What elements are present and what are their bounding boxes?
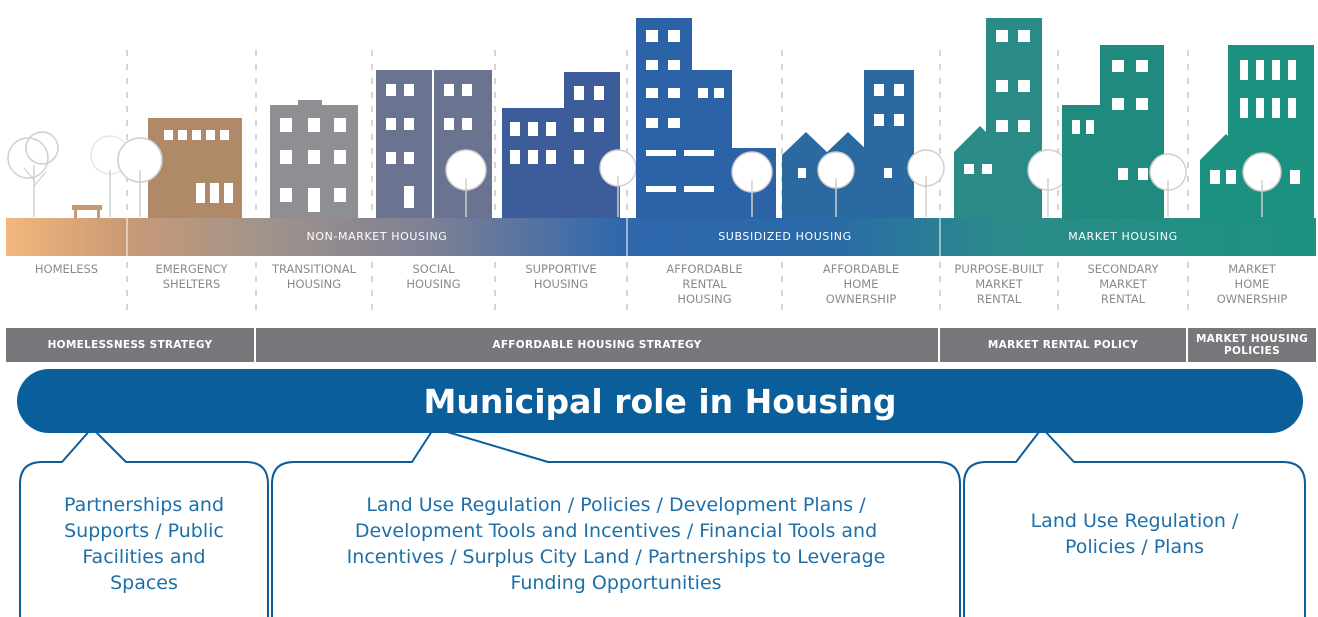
housing-spectrum-band — [6, 218, 1316, 256]
purpose-built-rental-building — [954, 18, 1069, 218]
category-purpose-built-rental: PURPOSE-BUILT MARKET RENTAL — [954, 262, 1044, 306]
category-homeless: HOMELESS — [34, 262, 99, 276]
callout-right-text: Land Use Regulation / Policies / Plans — [1030, 510, 1239, 558]
homeless-illustration — [7, 131, 130, 218]
category-supportive-housing: SUPPORTIVE HOUSING — [525, 262, 597, 291]
municipal-role-title: Municipal role in Housing — [423, 381, 897, 421]
category-social-housing: SOCIAL HOUSING — [406, 262, 461, 291]
transitional-building — [270, 100, 358, 218]
market-ownership-building — [1200, 45, 1314, 218]
category-emergency-shelters: EMERGENCY SHELTERS — [155, 262, 228, 291]
category-transitional-housing: TRANSITIONAL HOUSING — [271, 262, 357, 291]
affordable-rental-building — [636, 18, 776, 218]
municipal-role-banner: Municipal role in Housing — [17, 369, 1303, 433]
band-label-non-market: NON-MARKET HOUSING — [306, 230, 448, 243]
category-affordable-rental: AFFORDABLE RENTAL HOUSING — [666, 262, 743, 306]
category-market-ownership: MARKET HOME OWNERSHIP — [1216, 262, 1288, 306]
strategy-affordable-housing: AFFORDABLE HOUSING STRATEGY — [256, 328, 938, 362]
secondary-rental-building — [1062, 45, 1187, 218]
strategy-market-housing: MARKET HOUSING POLICIES — [1188, 328, 1316, 362]
band-label-subsidized: SUBSIDIZED HOUSING — [718, 230, 852, 243]
band-label-market: MARKET HOUSING — [1068, 230, 1178, 243]
supportive-building — [502, 72, 637, 218]
strategy-homelessness: HOMELESSNESS STRATEGY — [6, 328, 254, 362]
social-building — [376, 70, 492, 218]
column-separators — [126, 50, 1189, 318]
category-secondary-rental: SECONDARY MARKET RENTAL — [1087, 262, 1159, 306]
category-affordable-ownership: AFFORDABLE HOME OWNERSHIP — [822, 262, 900, 306]
strategy-market-rental: MARKET RENTAL POLICY — [940, 328, 1186, 362]
affordable-ownership-houses — [782, 70, 945, 218]
callout-middle-text: Land Use Regulation / Policies / Develop… — [346, 494, 886, 594]
shelter-building — [117, 118, 242, 218]
callout-left-text: Partnerships and Supports / Public Facil… — [63, 494, 224, 594]
